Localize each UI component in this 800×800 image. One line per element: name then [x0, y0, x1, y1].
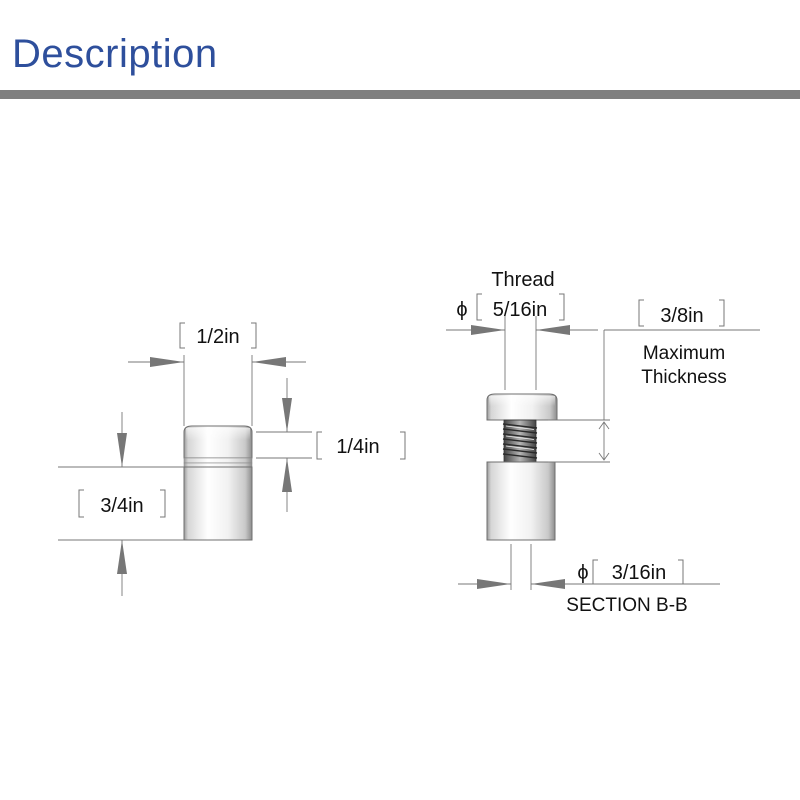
hole-diameter-symbol: ϕ — [577, 562, 588, 584]
thickness-dimension — [548, 299, 760, 463]
width-dimension — [128, 322, 306, 426]
thread-diameter-label: 5/16in — [493, 299, 548, 321]
right-standoff-exploded — [486, 393, 558, 541]
head-height-label: 1/4in — [336, 436, 379, 458]
body-height-dimension — [58, 412, 184, 596]
thread-diameter-dimension — [446, 293, 598, 390]
thread-title: Thread — [491, 269, 554, 291]
section-label: SECTION B-B — [566, 595, 687, 616]
width-label: 1/2in — [196, 326, 239, 348]
head-height-dimension — [256, 378, 406, 512]
title-divider — [0, 90, 800, 99]
hole-diameter-dimension — [458, 544, 720, 590]
thickness-caption-line1: Maximum — [643, 343, 725, 364]
hole-diameter-label: 3/16in — [612, 562, 667, 584]
thread-diameter-symbol: ϕ — [456, 299, 467, 321]
body-height-label: 3/4in — [100, 495, 143, 517]
thickness-label: 3/8in — [660, 305, 703, 327]
left-standoff-assembled — [183, 425, 253, 541]
page-title: Description — [12, 32, 218, 76]
thickness-caption-line2: Thickness — [641, 367, 727, 388]
